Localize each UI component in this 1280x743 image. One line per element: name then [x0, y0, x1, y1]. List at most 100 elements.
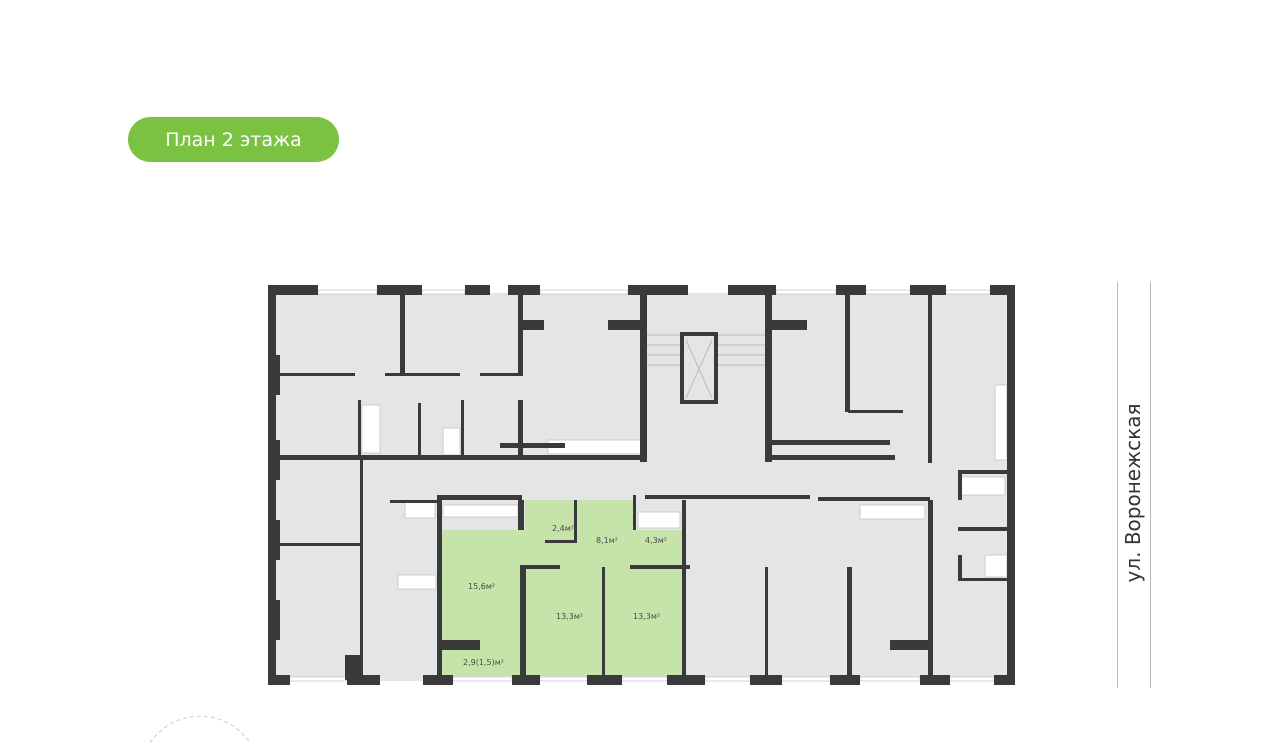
fixture [637, 511, 681, 529]
street-line-right [1150, 282, 1151, 688]
fixture [994, 384, 1008, 461]
wall [268, 600, 280, 640]
wall [461, 400, 464, 455]
wall [275, 455, 645, 460]
window [775, 289, 837, 295]
wall [268, 285, 276, 685]
room-area-bedroom-2: 13,3м² [633, 612, 660, 621]
wall [680, 400, 718, 404]
fixture [404, 501, 436, 519]
wall [628, 285, 688, 295]
staircase [647, 334, 765, 399]
wall [268, 520, 280, 560]
window [317, 289, 378, 295]
wall [848, 410, 903, 413]
room-area-balcony: 2,9(1,5)м² [463, 658, 504, 667]
room-area-bedroom-1: 13,3м² [556, 612, 583, 621]
wall [418, 403, 421, 458]
wall [818, 497, 930, 501]
wall [347, 675, 380, 685]
room-area-bathroom-2: 4,3м² [645, 536, 667, 545]
wall [750, 675, 782, 685]
wall [400, 290, 405, 375]
wall [958, 527, 1010, 531]
wall [385, 373, 460, 376]
wall [360, 460, 363, 680]
wall [587, 675, 622, 685]
wall [465, 285, 490, 295]
wall [518, 290, 523, 376]
window [945, 289, 991, 295]
window [949, 676, 995, 682]
street-line-left [1117, 282, 1118, 688]
fixture [959, 476, 1006, 496]
fixture [397, 574, 437, 590]
wall [480, 373, 520, 376]
wall [890, 640, 928, 650]
wall [518, 400, 523, 455]
wall [765, 455, 895, 460]
wall [268, 285, 318, 295]
wall [920, 675, 950, 685]
window [704, 676, 751, 682]
wall [442, 495, 522, 500]
selected-apartment[interactable] [440, 500, 685, 676]
wall [268, 675, 290, 685]
wall [268, 440, 280, 480]
room-area-hallway: 8,1м² [596, 536, 618, 545]
wall [910, 285, 946, 295]
wall [390, 500, 440, 503]
wall [765, 567, 768, 677]
wall [574, 500, 577, 542]
wall [545, 540, 577, 543]
wall [845, 290, 850, 412]
wall [500, 443, 565, 448]
wall [645, 495, 810, 499]
window [865, 289, 911, 295]
compass-arc [149, 715, 251, 743]
fixture [442, 427, 461, 456]
wall [602, 567, 605, 677]
windows [289, 289, 995, 682]
wall [958, 578, 1010, 581]
wall [847, 567, 852, 677]
wall [275, 543, 360, 546]
wall [928, 500, 933, 680]
wall [960, 470, 1010, 474]
wall [520, 565, 560, 569]
floor-plan-badge[interactable]: План 2 этажа [128, 117, 339, 162]
wall [714, 332, 718, 404]
room-area-bathroom: 2,4м² [552, 524, 574, 533]
wall [836, 285, 866, 295]
wall [440, 640, 480, 650]
wall [640, 290, 647, 462]
window [621, 676, 668, 682]
wall [633, 495, 636, 530]
window [539, 289, 629, 295]
wall [958, 555, 962, 580]
street-label: ул. Воронежская [1121, 403, 1145, 583]
wall [680, 332, 684, 404]
wall [518, 500, 524, 530]
fixtures [361, 384, 1008, 590]
wall [345, 655, 360, 680]
fixture [442, 504, 519, 518]
wall [682, 500, 686, 680]
window [781, 676, 831, 682]
wall [765, 290, 772, 462]
wall [680, 332, 718, 336]
wall [268, 355, 280, 395]
wall [958, 470, 962, 500]
fixture [361, 404, 381, 454]
fixture [984, 554, 1008, 578]
walls [268, 285, 1015, 685]
wall [275, 373, 355, 376]
wall [377, 285, 422, 295]
wall [630, 565, 690, 569]
wall [1007, 285, 1015, 685]
wall [994, 675, 1015, 685]
wall [522, 320, 544, 330]
room-area-kitchen: 15,6м² [468, 582, 495, 591]
fixture [859, 504, 926, 520]
